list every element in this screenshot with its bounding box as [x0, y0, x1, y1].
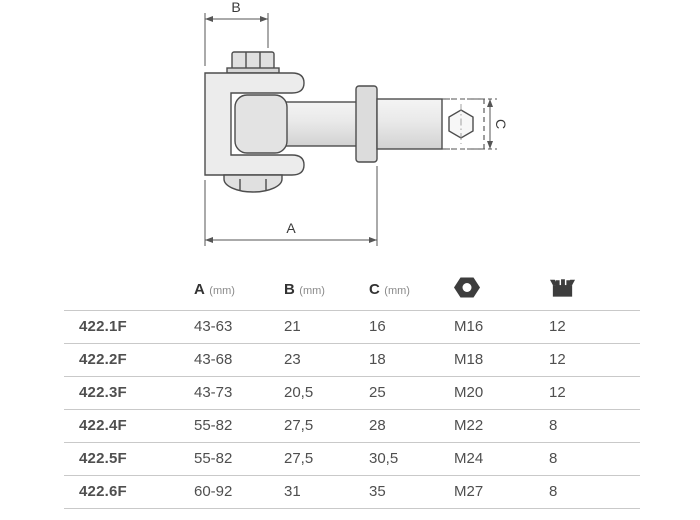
- flange: [355, 85, 378, 163]
- hinge-parts: [204, 51, 443, 193]
- technical-drawing: B A C: [204, 0, 509, 246]
- value-a: 43-73: [179, 376, 269, 410]
- header-letter-a: A: [194, 280, 205, 298]
- value-a: 43-63: [179, 310, 269, 344]
- value-a: 43-68: [179, 343, 269, 377]
- value-c: 18: [354, 343, 439, 377]
- value-b: 27,5: [269, 442, 354, 476]
- header-nut: [439, 270, 534, 311]
- value-c: 28: [354, 409, 439, 443]
- table-header-row: A (mm) B (mm) C (mm): [64, 270, 640, 311]
- product-code: 422.6F: [64, 475, 179, 509]
- value-a: 55-82: [179, 442, 269, 476]
- product-code: 422.5F: [64, 442, 179, 476]
- bottom-nut: [223, 174, 283, 193]
- value-b: 23: [269, 343, 354, 377]
- header-letter-c: C: [369, 280, 380, 298]
- spec-table: A (mm) B (mm) C (mm): [64, 270, 640, 509]
- value-c: 35: [354, 475, 439, 509]
- product-code: 422.1F: [64, 310, 179, 344]
- table-row: 422.4F 55-82 27,5 28 M22 8: [64, 409, 640, 443]
- product-code: 422.2F: [64, 343, 179, 377]
- value-qty: 8: [534, 442, 640, 476]
- value-b: 21: [269, 310, 354, 344]
- header-unit-b: (mm): [299, 284, 325, 297]
- washer: [226, 67, 280, 74]
- value-nut: M16: [439, 310, 534, 344]
- header-c: C (mm): [354, 270, 439, 311]
- value-nut: M22: [439, 409, 534, 443]
- dim-label-a: A: [286, 220, 296, 236]
- value-b: 27,5: [269, 409, 354, 443]
- value-qty: 8: [534, 409, 640, 443]
- value-qty: 12: [534, 310, 640, 344]
- value-c: 25: [354, 376, 439, 410]
- table-row: 422.6F 60-92 31 35 M27 8: [64, 475, 640, 509]
- value-a: 55-82: [179, 409, 269, 443]
- value-c: 16: [354, 310, 439, 344]
- value-qty: 8: [534, 475, 640, 509]
- value-nut: M18: [439, 343, 534, 377]
- product-code: 422.3F: [64, 376, 179, 410]
- value-qty: 12: [534, 343, 640, 377]
- header-product-code: [64, 270, 179, 311]
- value-a: 60-92: [179, 475, 269, 509]
- value-nut: M24: [439, 442, 534, 476]
- knuckle: [234, 94, 288, 154]
- value-nut: M27: [439, 475, 534, 509]
- bracket: [204, 72, 305, 176]
- package-icon: [549, 276, 576, 303]
- dimension-lines: [204, 13, 497, 246]
- bolt-head: [231, 51, 275, 70]
- hex-nut-icon: [454, 276, 480, 304]
- header-b: B (mm): [269, 270, 354, 311]
- value-b: 31: [269, 475, 354, 509]
- value-b: 20,5: [269, 376, 354, 410]
- value-nut: M20: [439, 376, 534, 410]
- table-row: 422.5F 55-82 27,5 30,5 M24 8: [64, 442, 640, 476]
- header-letter-b: B: [284, 280, 295, 298]
- table-row: 422.1F 43-63 21 16 M16 12: [64, 310, 640, 344]
- dim-label-c: C: [493, 119, 509, 129]
- value-qty: 12: [534, 376, 640, 410]
- header-a: A (mm): [179, 270, 269, 311]
- value-c: 30,5: [354, 442, 439, 476]
- threaded-shaft: [376, 98, 443, 150]
- product-code: 422.4F: [64, 409, 179, 443]
- table-row: 422.2F 43-68 23 18 M18 12: [64, 343, 640, 377]
- dim-label-b: B: [231, 0, 240, 15]
- header-unit-c: (mm): [384, 284, 410, 297]
- header-pack: [534, 270, 640, 311]
- table-row: 422.3F 43-73 20,5 25 M20 12: [64, 376, 640, 410]
- header-unit-a: (mm): [209, 284, 235, 297]
